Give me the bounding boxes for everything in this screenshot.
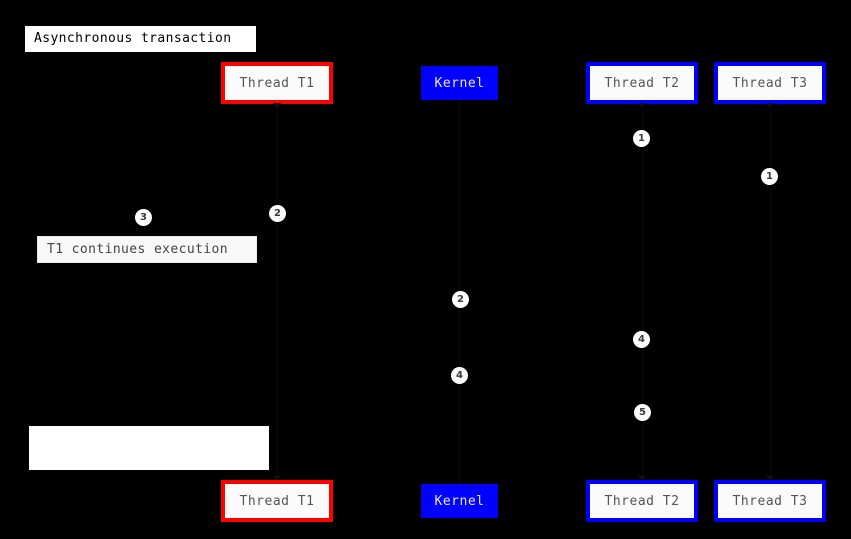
step-marker-4a: 4 (633, 331, 650, 348)
step-marker-1b: 1 (761, 168, 778, 185)
participant-thread-t2-top[interactable]: Thread T2 (586, 62, 698, 104)
participant-thread-t3-top[interactable]: Thread T3 (714, 62, 826, 104)
participant-thread-t1-bottom[interactable]: Thread T1 (221, 480, 333, 522)
participant-label: Thread T2 (604, 75, 680, 91)
participant-kernel-top[interactable]: Kernel (421, 66, 498, 100)
step-marker-1a: 1 (633, 130, 650, 147)
participant-thread-t3-bottom[interactable]: Thread T3 (714, 480, 826, 522)
arrow-stub-t1-bottom (273, 476, 281, 481)
participant-label: Thread T1 (239, 75, 315, 91)
participant-thread-t1-top[interactable]: Thread T1 (221, 62, 333, 104)
arrow-stub-t1-top (273, 103, 281, 108)
step-marker-2b: 2 (452, 291, 469, 308)
step-marker-4b: 4 (451, 367, 468, 384)
step-marker-5: 5 (634, 404, 651, 421)
note-blank (29, 426, 269, 470)
arrow-stub-t3-top (766, 103, 774, 108)
note-t1-continues-execution: T1 continues execution (37, 236, 257, 263)
step-marker-2a: 2 (269, 205, 286, 222)
lifeline-thread-t1 (277, 104, 278, 480)
lifeline-thread-t2 (642, 104, 643, 480)
arrow-stub-t2-top (638, 103, 646, 108)
diagram-title: Asynchronous transaction (25, 26, 256, 52)
lifeline-thread-t3 (770, 104, 771, 480)
arrow-stub-t3-bottom (766, 476, 774, 481)
participant-kernel-bottom[interactable]: Kernel (421, 484, 498, 518)
participant-label: Thread T2 (604, 493, 680, 509)
participant-label: Thread T1 (239, 493, 315, 509)
participant-label: Thread T3 (732, 75, 808, 91)
participant-label: Kernel (434, 75, 485, 91)
participant-label: Thread T3 (732, 493, 808, 509)
participant-thread-t2-bottom[interactable]: Thread T2 (586, 480, 698, 522)
participant-label: Kernel (434, 493, 485, 509)
arrow-stub-t2-bottom (638, 476, 646, 481)
step-marker-3: 3 (135, 209, 152, 226)
